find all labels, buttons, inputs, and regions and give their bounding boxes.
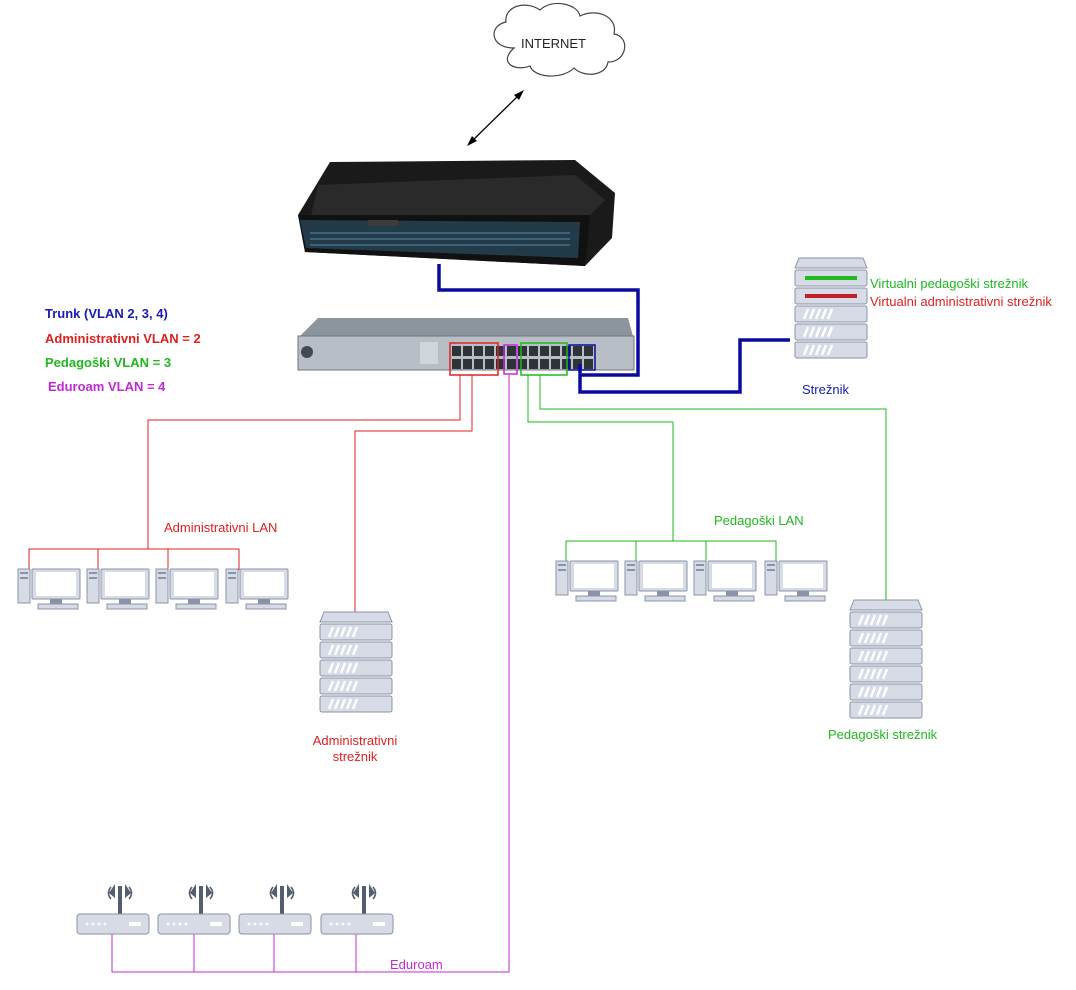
switch-port	[452, 359, 461, 369]
legend-admin-vlan: Administrativni VLAN = 2	[45, 331, 201, 346]
admin-pc-1-icon	[17, 568, 81, 610]
switch-port	[518, 346, 527, 356]
switch-port	[474, 359, 483, 369]
switch-port	[507, 346, 516, 356]
server-trunk-link	[578, 338, 790, 394]
switch-port	[463, 359, 472, 369]
admin-links	[28, 375, 473, 612]
router-trunk-link	[437, 264, 640, 377]
switch-port	[485, 346, 494, 356]
access-point-3-icon	[238, 883, 312, 935]
internet-cloud-icon	[493, 2, 626, 77]
ped-pc-3-icon	[693, 560, 757, 602]
eduroam-port-group	[503, 344, 518, 375]
switch-port	[551, 346, 560, 356]
vm-pedagoski-label: Virtualni pedagoški strežnik	[870, 276, 1029, 291]
virtual-server-rack-icon	[793, 257, 869, 360]
switch-port	[518, 359, 527, 369]
internet-link-arrow	[467, 90, 524, 146]
switch-port	[573, 359, 582, 369]
admin-server-icon	[318, 611, 394, 714]
admin-port-group	[449, 342, 499, 376]
switch-icon	[297, 318, 635, 371]
admin-server-label-2: strežnik	[332, 749, 378, 764]
ped-server-label: Pedagoški strežnik	[828, 727, 938, 742]
ped-pc-2-icon	[624, 560, 688, 602]
router-icon	[298, 160, 615, 266]
switch-port	[496, 346, 505, 356]
switch-port	[529, 346, 538, 356]
pedagoski-port-group	[520, 342, 568, 376]
switch-port	[463, 346, 472, 356]
access-point-1-icon	[76, 883, 150, 935]
legend-trunk: Trunk (VLAN 2, 3, 4)	[45, 306, 168, 321]
switch-port	[584, 346, 593, 356]
legend-eduroam-vlan: Eduroam VLAN = 4	[48, 379, 166, 394]
admin-pc-2-icon	[86, 568, 150, 610]
switch-port	[485, 359, 494, 369]
eduroam-label: Eduroam	[390, 957, 443, 972]
switch-port	[496, 359, 505, 369]
switch-port	[452, 346, 461, 356]
switch-port	[584, 359, 593, 369]
trunk-port-group	[568, 344, 596, 371]
admin-server-label-1: Administrativni	[312, 733, 398, 748]
ped-lan-label: Pedagoški LAN	[714, 513, 804, 528]
vm-admin-label: Virtualni administrativni strežnik	[870, 294, 1052, 309]
switch-port	[540, 359, 549, 369]
admin-pc-4-icon	[225, 568, 289, 610]
admin-lan-label: Administrativni LAN	[164, 520, 278, 535]
admin-pc-3-icon	[155, 568, 219, 610]
switch-port	[507, 359, 516, 369]
switch-port	[540, 346, 549, 356]
switch-port	[551, 359, 560, 369]
legend-pedagoski-vlan: Pedagoški VLAN = 3	[45, 355, 172, 370]
ped-pc-4-icon	[764, 560, 828, 602]
eduroam-links	[111, 375, 510, 973]
ped-server-icon	[848, 599, 924, 720]
access-point-2-icon	[157, 883, 231, 935]
internet-label: INTERNET	[521, 36, 586, 51]
switch-port	[474, 346, 483, 356]
pedagoski-links	[527, 375, 887, 600]
switch-port	[573, 346, 582, 356]
server-label: Strežnik	[802, 382, 849, 397]
switch-port	[529, 359, 538, 369]
ped-pc-1-icon	[555, 560, 619, 602]
access-point-4-icon	[320, 883, 394, 935]
